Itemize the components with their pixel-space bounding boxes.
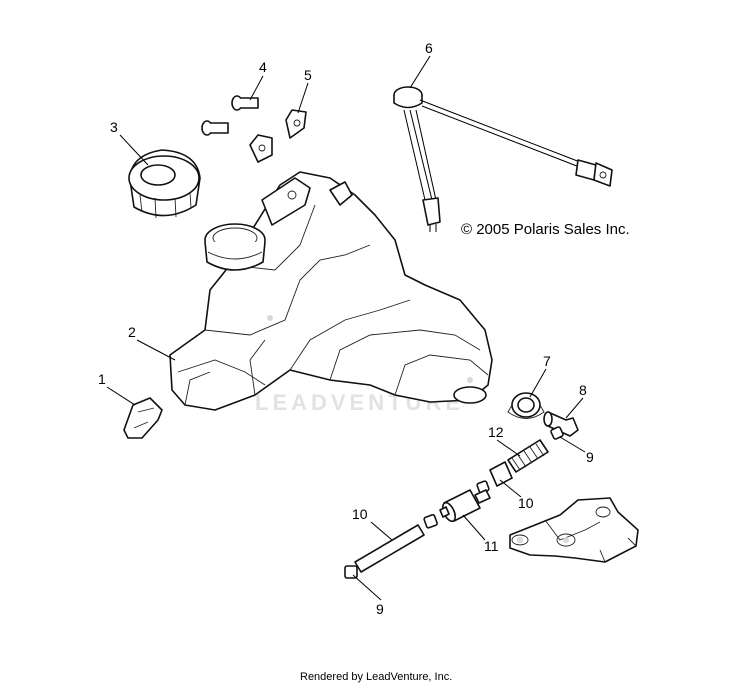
callout-3: 3 <box>110 119 118 135</box>
footer-text: Rendered by LeadVenture, Inc. <box>300 671 452 683</box>
fuel-tank <box>169 171 493 411</box>
elbow-fitting <box>543 411 579 437</box>
leader-lines <box>106 55 586 601</box>
clip-bracket <box>123 397 163 439</box>
callout-4: 4 <box>259 59 267 75</box>
mounting-bracket <box>509 497 639 563</box>
fuel-sender <box>393 86 613 232</box>
hose-clamp-lower <box>344 565 358 579</box>
callout-2: 2 <box>128 324 136 340</box>
callout-5: 5 <box>304 67 312 83</box>
screw-lower <box>201 120 229 136</box>
fuel-hose-short <box>476 461 513 494</box>
clip-nut-lower <box>249 134 273 163</box>
screw-upper <box>231 95 259 111</box>
copyright-text: © 2005 Polaris Sales Inc. <box>461 221 630 238</box>
fuel-filter <box>439 489 491 523</box>
clip-nut-upper <box>285 109 307 139</box>
fuel-hose-long <box>354 524 425 573</box>
callout-8: 8 <box>579 382 587 398</box>
callout-12: 12 <box>488 424 504 440</box>
callout-11: 11 <box>484 538 499 554</box>
hose-spring-guard <box>507 439 549 473</box>
callout-6: 6 <box>425 40 433 56</box>
callout-10-lower: 10 <box>352 506 368 522</box>
callout-10-upper: 10 <box>518 495 534 511</box>
callout-9-lower: 9 <box>376 601 384 617</box>
callout-7: 7 <box>543 353 551 369</box>
hose-clamp-upper <box>550 426 564 440</box>
callout-9-upper: 9 <box>586 449 594 465</box>
grommet <box>507 392 545 419</box>
hose-clamp-mid <box>423 514 438 529</box>
fuel-cap <box>128 149 201 219</box>
callout-1: 1 <box>98 371 106 387</box>
